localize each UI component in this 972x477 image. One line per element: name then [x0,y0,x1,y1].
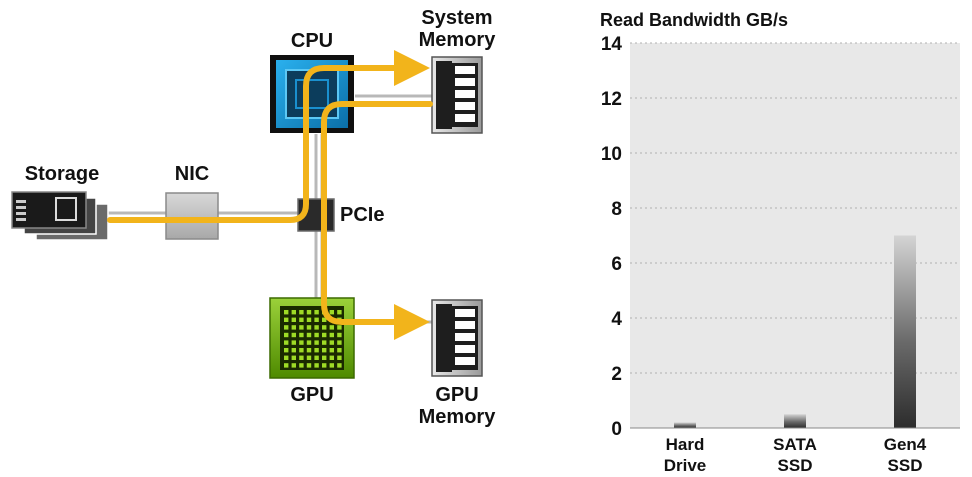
bar [674,422,696,428]
cpu-label: CPU [290,30,334,52]
read-bandwidth-chart: Read Bandwidth GB/s 0 2 4 6 8 10 12 14 HardDriv… [600,10,960,475]
system-memory-label-line2: Memory [418,29,496,51]
pcie-label: PCIe [340,204,385,226]
y-tick-label: 4 [611,309,622,330]
x-tick-label: SSD [888,456,923,475]
gpu-memory-label: GPU Memory [405,384,509,428]
y-axis-ticks: 0 2 4 6 8 10 12 14 [601,34,623,440]
system-memory-label: System Memory [405,7,509,51]
storage-label: Storage [24,163,100,185]
storage-to-system-memory-path [107,50,430,223]
y-tick-label: 14 [601,34,623,55]
x-tick-label: SATA [773,435,817,454]
data-path-diagram [11,50,483,379]
y-tick-label: 2 [611,364,622,385]
x-tick-label: SSD [778,456,813,475]
storage-drive-icon [11,191,109,241]
system-memory-label-line1: System [421,7,493,29]
memory-module-icon [431,299,483,377]
y-tick-label: 0 [611,419,622,440]
y-tick-label: 10 [601,144,622,165]
gpu-label: GPU [290,384,334,406]
gpu-chip-icon [269,297,355,379]
x-tick-label: Drive [664,456,707,475]
bar [894,235,916,428]
chart-title: Read Bandwidth GB/s [600,10,788,30]
bar [784,414,806,428]
x-tick-label: Hard [666,435,705,454]
gpu-memory-label-line1: GPU [435,384,479,406]
system-memory-to-gpu-memory-path [321,101,433,340]
nic-card-icon [165,192,219,240]
x-tick-label: Gen4 [884,435,927,454]
gpu-memory-label-line2: Memory [418,406,496,428]
nic-label: NIC [174,163,210,185]
y-tick-label: 12 [601,89,622,110]
y-tick-label: 8 [611,199,622,220]
y-tick-label: 6 [611,254,622,275]
memory-module-icon [431,56,483,134]
data-path-arrows [107,50,433,340]
bars [674,235,916,428]
